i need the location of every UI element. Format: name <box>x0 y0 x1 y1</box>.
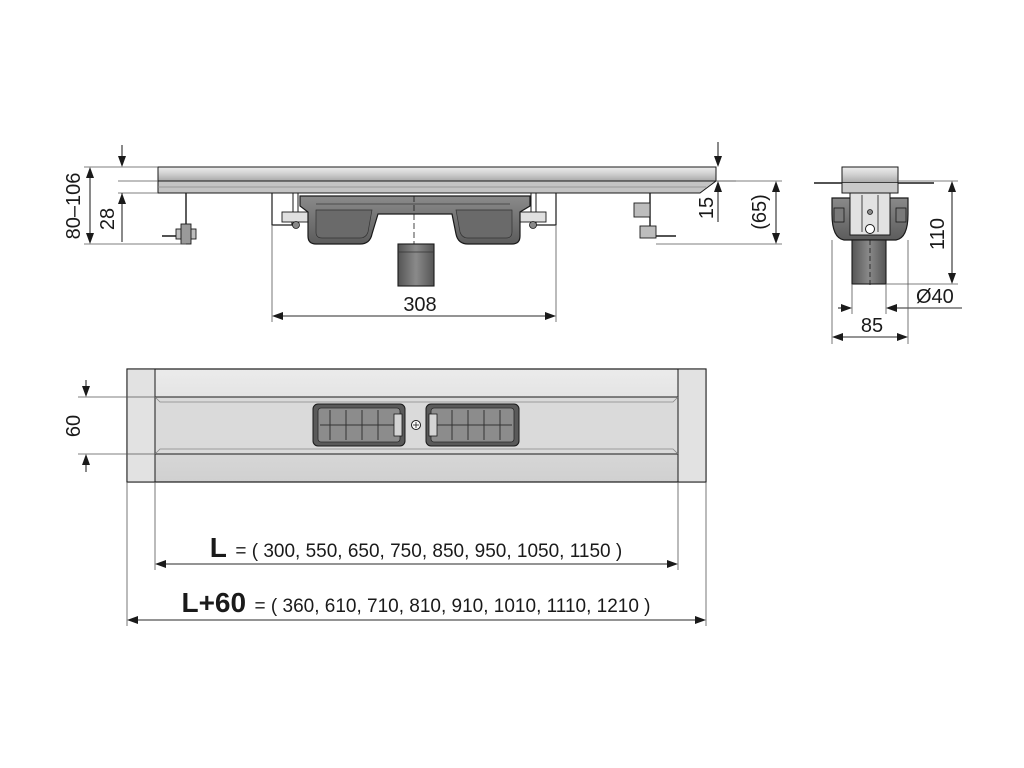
dim-body-depth: (65) <box>656 180 782 245</box>
dim-length-L60: L+60 = ( 360, 610, 710, 810, 910, 1010, … <box>126 482 707 626</box>
dim-cross-height: 110 <box>886 180 958 285</box>
top-view-left-insert <box>312 403 406 447</box>
dim-outlet-diameter: Ø40 <box>838 284 962 314</box>
dim-cross-width-label: 85 <box>861 315 883 337</box>
dim-outlet-spacing: 308 <box>271 226 557 322</box>
dim-top-width: 60 <box>63 380 155 472</box>
dim-total-height-label: 80–106 <box>63 173 85 240</box>
dim-cross-width: 85 <box>831 240 909 344</box>
side-view-outlet-pipe <box>397 243 435 287</box>
dim-body-depth-label: (65) <box>749 194 771 230</box>
dim-flange-height-label: 28 <box>97 208 119 230</box>
side-view-right-bracket <box>633 193 676 239</box>
dim-total-height: 80–106 <box>63 166 186 245</box>
top-view: 60 L = ( 300, 550, 650, 750, 850, 950, 1… <box>63 368 707 626</box>
dim-grate-thickness-label: 15 <box>696 197 718 219</box>
formula-L: L = ( 300, 550, 650, 750, 850, 950, 1050… <box>210 532 622 563</box>
formula-L60-values: = ( 360, 610, 710, 810, 910, 1010, 1110,… <box>255 596 651 617</box>
dim-top-width-label: 60 <box>63 415 85 437</box>
cross-section-grate <box>814 166 934 194</box>
dim-length-L: L = ( 300, 550, 650, 750, 850, 950, 1050… <box>154 482 679 570</box>
dim-cross-height-label: 110 <box>927 218 949 250</box>
cross-section-outlet-pipe <box>851 239 887 288</box>
top-view-center-screw <box>411 420 421 430</box>
dim-outlet-spacing-label: 308 <box>403 294 436 316</box>
side-view-grate <box>118 166 718 194</box>
formula-L60-symbol: L+60 <box>181 587 246 618</box>
dim-outlet-diameter-label: Ø40 <box>916 286 954 308</box>
formula-L-symbol: L <box>210 532 227 563</box>
dim-flange-height: 28 <box>97 145 126 242</box>
cross-section-body <box>831 192 909 241</box>
cross-section-view: 110 Ø40 85 <box>814 166 962 344</box>
top-view-right-insert <box>425 403 520 447</box>
side-view-inner-brackets <box>271 193 557 229</box>
formula-L60: L+60 = ( 360, 610, 710, 810, 910, 1010, … <box>181 587 650 618</box>
side-view: 80–106 28 15 (65) <box>63 142 782 322</box>
dim-grate-thickness: 15 <box>696 142 736 222</box>
formula-L-values: = ( 300, 550, 650, 750, 850, 950, 1050, … <box>235 541 622 562</box>
side-view-drain-body <box>299 195 531 286</box>
side-view-left-bracket <box>162 193 197 245</box>
